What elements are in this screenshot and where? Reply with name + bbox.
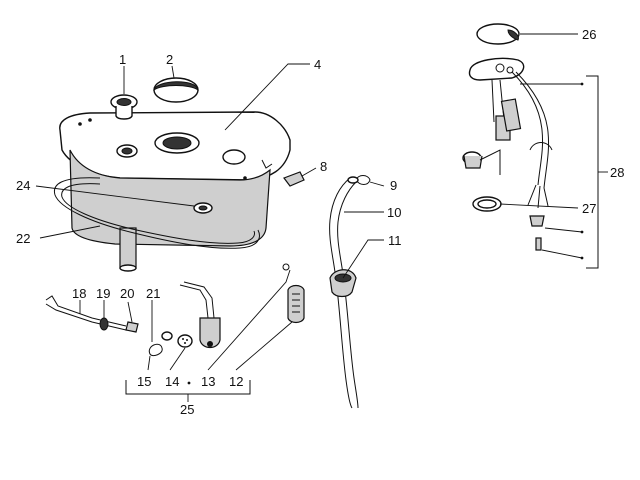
callout-labels: 1 2 4 8 9 10 11 12 13 14 15 18 19 20 21 … (16, 27, 624, 417)
callout-20: 20 (120, 286, 134, 301)
fuel-cap (153, 77, 199, 103)
callout-22: 22 (16, 231, 30, 246)
fuel-tap (179, 263, 290, 349)
callout-28: 28 (610, 165, 624, 180)
leader-lines (35, 33, 579, 371)
callout-18: 18 (72, 286, 86, 301)
callout-12: 12 (229, 374, 243, 389)
callout-10: 10 (387, 205, 401, 220)
callout-15: 15 (137, 374, 151, 389)
clip-part (283, 171, 305, 187)
callout-2: 2 (166, 52, 173, 67)
drain-plug (193, 202, 213, 214)
group-bracket-25 (125, 380, 251, 402)
callout-26: 26 (582, 27, 596, 42)
fuel-tank (59, 111, 291, 272)
spring-clip (148, 343, 163, 357)
callout-25: 25 (180, 402, 194, 417)
callout-4: 4 (314, 57, 321, 72)
callout-24: 24 (16, 178, 30, 193)
callout-11: 11 (388, 233, 402, 248)
callout-13: 13 (201, 374, 215, 389)
callout-8: 8 (320, 159, 327, 174)
fuel-sender-assembly (462, 23, 608, 269)
hose-clamp (355, 175, 371, 185)
callout-1: 1 (119, 52, 126, 67)
gasket-disc (177, 334, 193, 348)
tank-support-frame (53, 177, 260, 249)
seal-washer (161, 331, 173, 341)
callout-27: 27 (582, 201, 596, 216)
tap-rod (45, 295, 139, 333)
fuel-filter (287, 284, 305, 324)
hose-connector (329, 269, 357, 298)
filler-ring (110, 94, 138, 120)
callout-21: 21 (146, 286, 160, 301)
callout-19: 19 (96, 286, 110, 301)
callout-14: 14 (165, 374, 179, 389)
callout-9: 9 (390, 178, 397, 193)
